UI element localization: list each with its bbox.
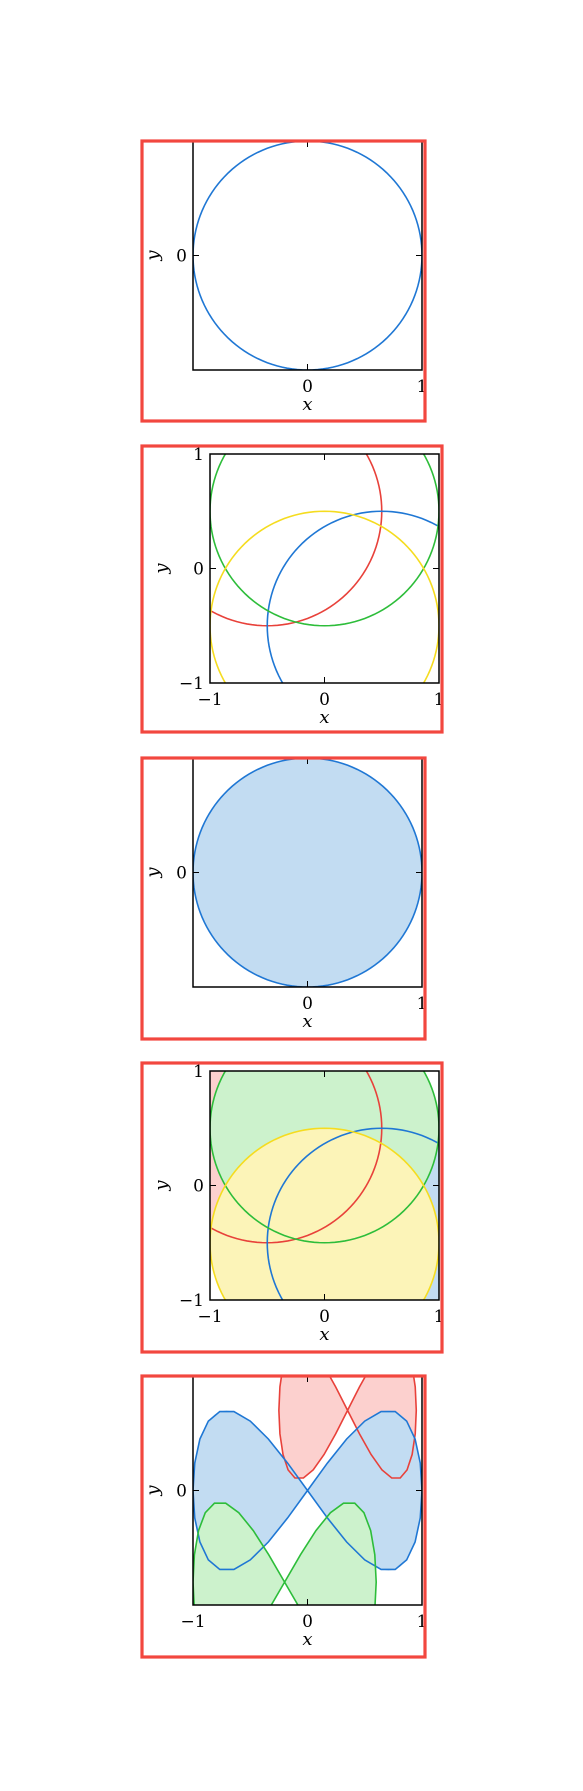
x-tick-label: 0: [302, 994, 313, 1014]
x-axis-label: x: [302, 1011, 312, 1032]
plot-area: [193, 758, 422, 987]
series-blue-curve: [193, 758, 422, 987]
panel-frame: [140, 756, 427, 1041]
panel-frame: [140, 1374, 427, 1659]
series-red-curve: [278, 1376, 418, 1479]
x-tick-label: 1: [434, 1307, 445, 1327]
series-green-curve: [210, 1071, 439, 1244]
x-tick-label: 1: [417, 377, 428, 397]
y-axis-label: y: [143, 867, 164, 879]
x-axis-label: x: [302, 394, 312, 415]
axes-box: [209, 453, 440, 684]
x-axis-label: x: [319, 1324, 329, 1345]
y-tick-label: 0: [176, 247, 187, 267]
series-green-curve: [193, 1502, 378, 1605]
series-blue-curve: [266, 510, 439, 683]
series-red-curve: [210, 454, 383, 627]
x-tick-label: 1: [434, 690, 445, 710]
y-tick-label: 0: [193, 1177, 204, 1197]
plot-area: [210, 454, 439, 683]
series-yellow-curve: [210, 1127, 439, 1300]
x-tick-label: 0: [319, 1307, 330, 1327]
series-green-curve: [210, 454, 439, 627]
series-blue-fill: [193, 758, 422, 987]
y-axis-label: y: [143, 1485, 164, 1497]
x-tick-label: 1: [417, 1612, 428, 1632]
series-green-fill: [193, 1501, 377, 1605]
plot-area: [210, 1071, 439, 1300]
x-axis-label: x: [302, 1629, 312, 1650]
x-tick-label: 0: [302, 1612, 313, 1632]
panel-frame: [140, 1061, 444, 1354]
plot-area: [193, 1376, 422, 1605]
panel-frame: [140, 444, 444, 734]
panel-frame: [140, 139, 427, 423]
series-blue-curve: [193, 141, 422, 370]
y-tick-label: 1: [193, 1062, 204, 1082]
y-axis-label: y: [143, 250, 164, 262]
y-tick-label: 1: [193, 445, 204, 465]
plot-area: [193, 141, 422, 370]
chart-panel-4: −1 0 1 −1 0 1 x y: [140, 1061, 445, 1354]
y-tick-label: −1: [179, 674, 204, 694]
y-axis-label: y: [151, 1180, 172, 1192]
x-tick-label: −1: [197, 690, 222, 710]
y-tick-label: 0: [176, 1482, 187, 1502]
series-red-curve: [210, 1071, 383, 1244]
y-axis-label: y: [151, 563, 172, 575]
x-axis-label: x: [319, 707, 329, 728]
series-yellow-curve: [210, 510, 439, 683]
y-tick-label: −1: [179, 1291, 204, 1311]
x-tick-label: 1: [417, 994, 428, 1014]
x-tick-label: −1: [180, 1612, 205, 1632]
chart-panel-2: −1 0 1 −1 0 1 x y: [140, 444, 445, 734]
y-tick-label: 0: [193, 560, 204, 580]
y-tick-label: 0: [176, 864, 187, 884]
axes-box: [192, 140, 423, 371]
series-blue-curve: [193, 1410, 422, 1571]
x-tick-label: 0: [302, 377, 313, 397]
x-tick-label: 0: [319, 690, 330, 710]
series-yellow-fill: [210, 1128, 439, 1300]
x-tick-label: −1: [197, 1307, 222, 1327]
